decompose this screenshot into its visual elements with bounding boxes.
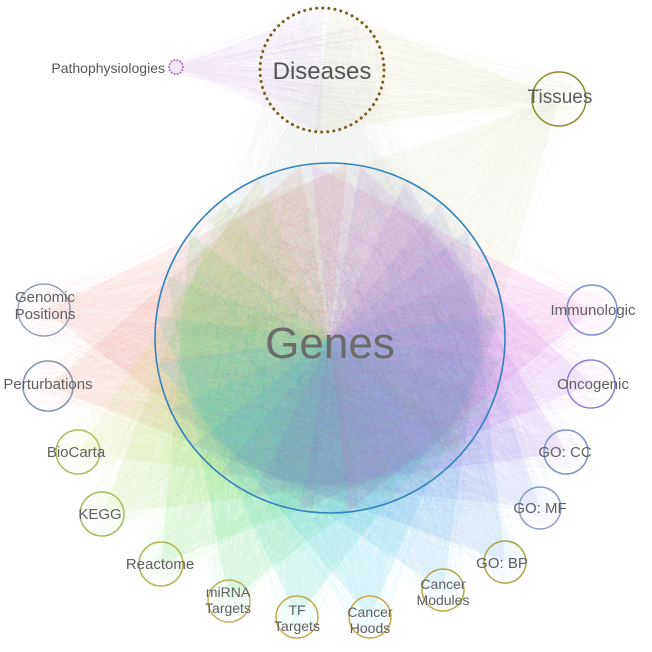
edge-wash-mirna_targets-genes — [166, 275, 494, 601]
node-tf_targets[interactable] — [275, 595, 319, 639]
node-label-oncogenic: Oncogenic — [557, 376, 629, 393]
node-genomic_positions[interactable] — [17, 283, 71, 337]
edge-bundle-biocarta-genes — [56, 169, 496, 502]
edge-wash-immunologic-genes — [311, 164, 592, 512]
node-label-cancer_modules: Cancer — [420, 576, 465, 592]
node-cancer_hoods[interactable] — [348, 595, 392, 639]
edge-wash-cancer_hoods-genes — [156, 313, 504, 617]
edge-bundle-go_mf-genes — [172, 173, 560, 528]
edge-bundle-pathophysiologies-diseases — [169, 13, 379, 120]
edge-wash-oncogenic-genes — [299, 165, 591, 511]
node-kegg[interactable] — [79, 491, 125, 537]
node-label-pathophysiologies: Pathophysiologies — [51, 60, 165, 76]
node-reactome[interactable] — [138, 541, 184, 587]
edge-bundle-tissues-genes — [176, 73, 585, 499]
node-label-perturbations: Perturbations — [3, 376, 92, 393]
edge-bundle-diseases-genes — [158, 8, 502, 512]
node-perturbations[interactable] — [22, 360, 74, 412]
node-diseases[interactable] — [258, 6, 386, 134]
edge-wash-go_bp-genes — [192, 230, 505, 563]
node-mirna_targets[interactable] — [207, 579, 251, 623]
node-go_bp[interactable] — [483, 540, 527, 584]
node-label-tissues: Tissues — [528, 87, 593, 108]
node-label-cancer_hoods: Cancer — [347, 604, 392, 620]
edge-wash-go_cc-genes — [253, 180, 566, 496]
edge-bundle-mirna_targets-genes — [170, 169, 483, 623]
edge-wash-tissues-genes — [203, 99, 559, 460]
edge-wash-perturbations-genes — [48, 165, 360, 511]
node-label-mirna_targets: miRNA — [206, 584, 251, 600]
node-label-go_bp: GO: BP — [476, 555, 528, 572]
edge-bundle-go_cc-genes — [158, 173, 585, 513]
node-label-tf_targets: Targets — [274, 618, 320, 634]
node-label-go_mf: GO: MF — [513, 500, 566, 517]
node-cancer_modules[interactable] — [421, 568, 465, 612]
edge-wash-pathophysiologies-diseases — [176, 8, 324, 132]
edge-bundle-perturbations-genes — [23, 182, 499, 511]
edge-bundle-oncogenic-genes — [166, 164, 611, 499]
node-go_mf[interactable] — [518, 486, 562, 530]
node-label-genomic_positions: Positions — [15, 306, 76, 323]
node-genes[interactable] — [154, 162, 506, 514]
node-oncogenic[interactable] — [566, 359, 616, 409]
edge-bundle-tissues-diseases — [270, 10, 584, 131]
node-label-cancer_hoods: Hoods — [350, 620, 390, 636]
edge-bundle-immunologic-genes — [159, 174, 617, 506]
edge-bundle-tf_targets-genes — [171, 166, 498, 638]
node-label-tf_targets: TF — [288, 602, 305, 618]
node-label-genes: Genes — [265, 319, 395, 368]
edge-wash-tf_targets-genes — [156, 317, 504, 617]
edge-wash-tissues-diseases — [314, 8, 559, 132]
edge-bundle-genomic_positions-genes — [18, 172, 497, 502]
node-immunologic[interactable] — [566, 284, 618, 336]
node-biocarta[interactable] — [55, 429, 101, 475]
edge-wash-reactome-genes — [161, 233, 471, 564]
node-tissues[interactable] — [531, 71, 587, 127]
node-pathophysiologies[interactable] — [168, 59, 184, 75]
node-label-immunologic: Immunologic — [550, 302, 636, 319]
node-label-kegg: KEGG — [78, 506, 121, 523]
edge-bundle-cancer_modules-genes — [170, 175, 501, 611]
node-go_cc[interactable] — [543, 429, 589, 475]
node-label-diseases: Diseases — [273, 58, 372, 85]
node-label-reactome: Reactome — [126, 556, 194, 573]
edge-wash-biocarta-genes — [78, 178, 403, 498]
edge-bundle-cancer_hoods-genes — [162, 167, 489, 638]
node-label-cancer_modules: Modules — [417, 592, 470, 608]
node-label-mirna_targets: Targets — [205, 600, 251, 616]
node-label-go_cc: GO: CC — [538, 444, 592, 461]
edge-wash-cancer_modules-genes — [170, 266, 490, 590]
edge-wash-kegg-genes — [102, 199, 437, 514]
node-label-genomic_positions: Genomic — [15, 289, 76, 306]
edge-wash-go_mf-genes — [219, 202, 540, 508]
node-label-biocarta: BioCarta — [47, 444, 106, 461]
edge-bundle-kegg-genes — [80, 171, 489, 535]
edge-wash-genomic_positions-genes — [44, 163, 348, 513]
